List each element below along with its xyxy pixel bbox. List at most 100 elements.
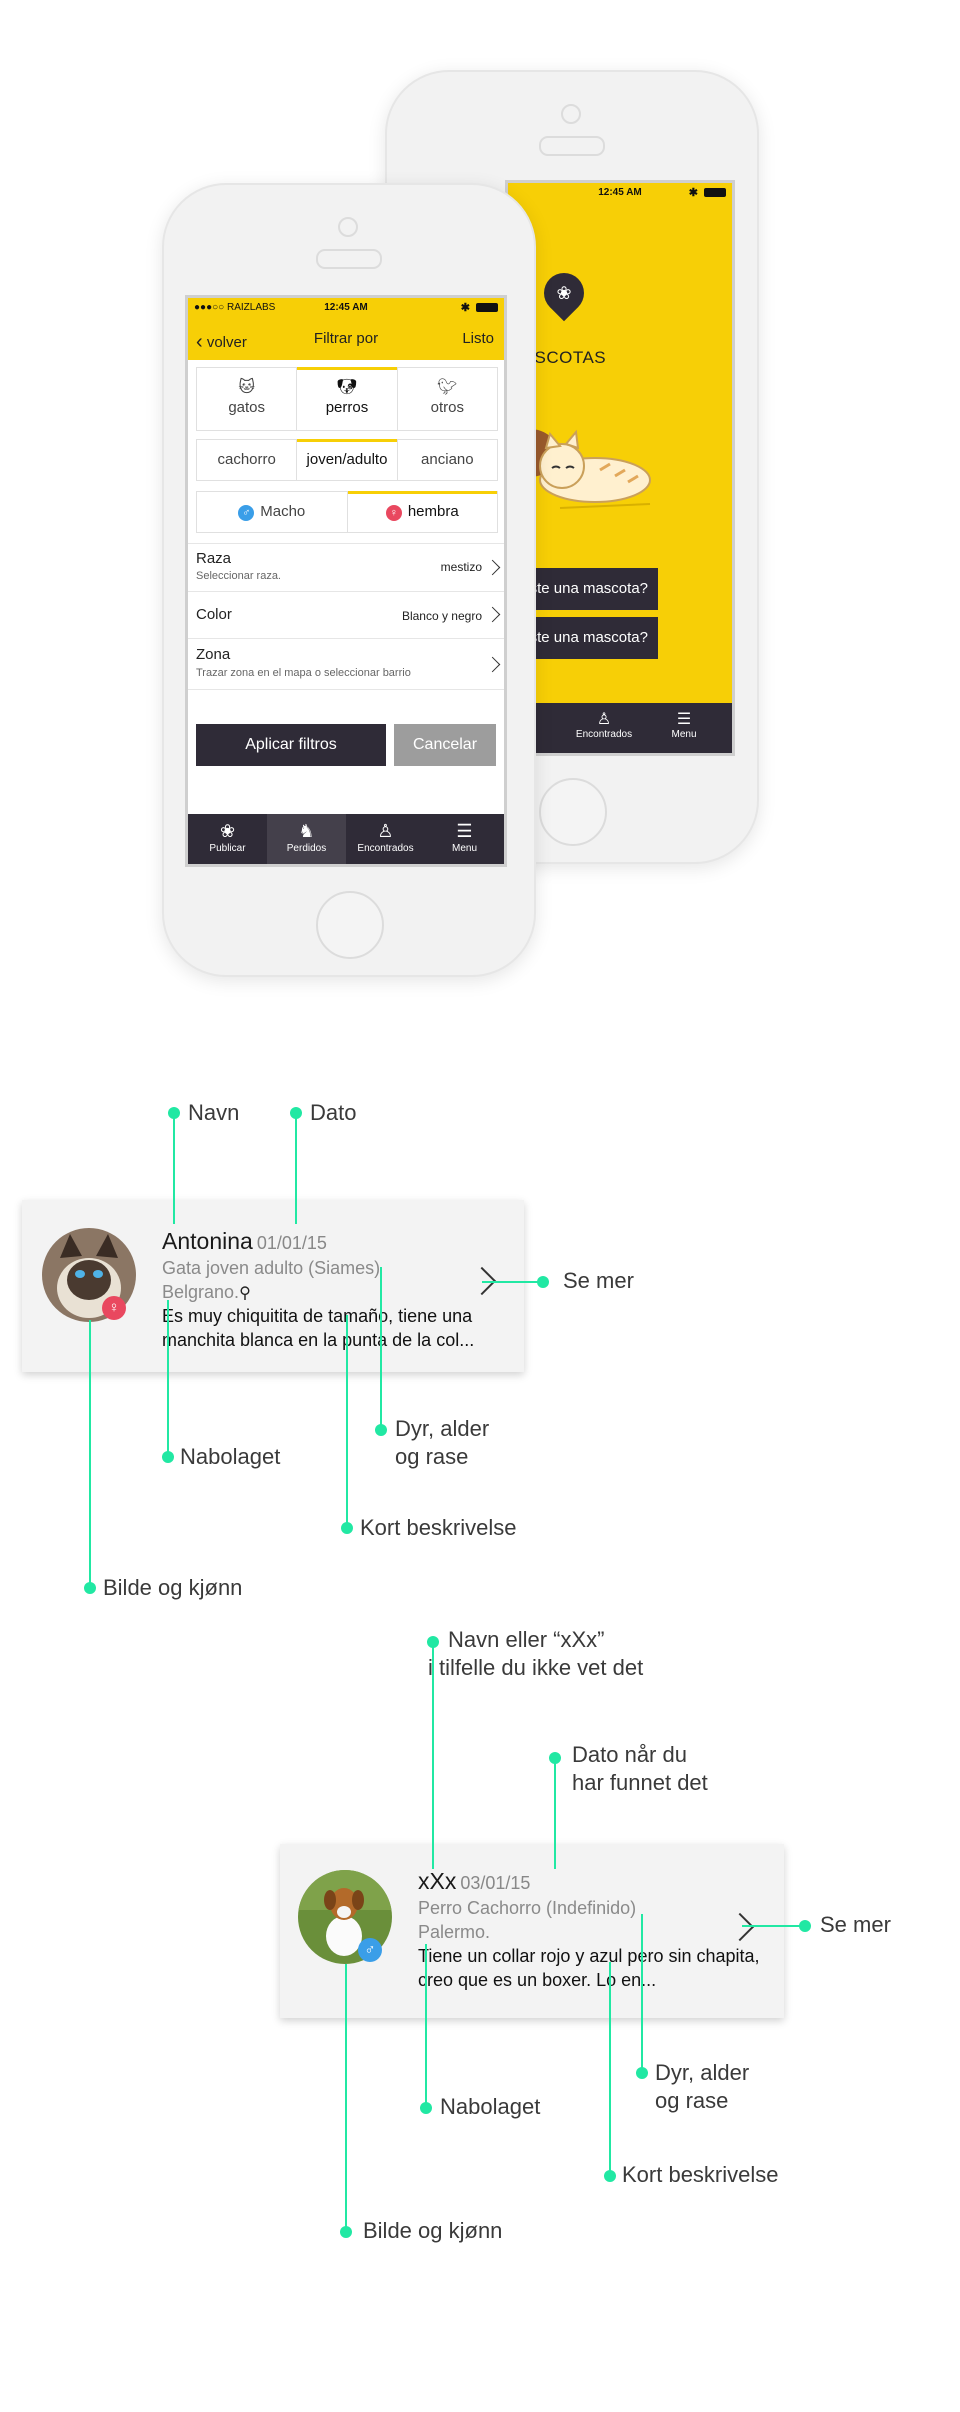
color-label: Color <box>196 606 232 623</box>
back-tab-bar: ♞ dos ♙ Encontrados ☰ Menu <box>508 703 732 753</box>
tab-bar: ❀Publicar ♞Perdidos ♙Encontrados ☰Menu <box>188 814 504 864</box>
battery-icon <box>476 303 498 312</box>
back-button[interactable]: ‹ volver <box>196 331 247 353</box>
female-icon: ♀ <box>385 505 402 521</box>
bluetooth-icon: ✱ <box>688 187 698 199</box>
done-button[interactable]: Listo <box>462 330 494 347</box>
label-dyr-alder: Dyr, alder <box>395 1416 490 1441</box>
avatar <box>42 1228 136 1322</box>
status-bar: ●●●○○ RAIZLABS 12:45 AM ✱ <box>188 298 504 318</box>
label-kort-beskrivelse: Kort beskrivelse <box>622 2162 779 2187</box>
status-bar: 12:45 AM ✱ <box>508 183 732 203</box>
front-phone-screen: ●●●○○ RAIZLABS 12:45 AM ✱ ‹ volver Filtr… <box>185 295 507 867</box>
age-option-joven-adulto[interactable]: joven/adulto <box>297 439 398 480</box>
person-dog-icon: ♙ <box>377 821 394 841</box>
nav-bar: ‹ volver Filtrar por Listo <box>188 318 504 360</box>
female-gender-badge: ♀ <box>102 1296 126 1320</box>
label-og-rase: og rase <box>395 1444 469 1469</box>
hamburger-icon: ☰ <box>456 821 473 841</box>
pet-animal-age-breed: Perro Cachorro (Indefinido) <box>418 1898 637 1918</box>
raza-label: Raza <box>196 550 232 567</box>
label-kort-beskrivelse: Kort beskrivelse <box>360 1515 517 1540</box>
paw-icon: ❀ <box>219 821 236 841</box>
male-icon: ♂ <box>238 505 255 521</box>
status-time: 12:45 AM <box>598 187 642 198</box>
label-navn-note: i tilfelle du ikke vet det <box>428 1655 644 1680</box>
tab-encontrados[interactable]: ♙Encontrados <box>346 814 425 864</box>
age-selector: cachorro joven/adulto anciano <box>196 439 498 481</box>
label-dato: Dato <box>310 1100 357 1125</box>
tab-perdidos[interactable]: ♞Perdidos <box>267 814 346 864</box>
cancel-button[interactable]: Cancelar <box>394 724 496 766</box>
label-nabolaget: Nabolaget <box>180 1444 281 1469</box>
tab-menu[interactable]: ☰ Menu <box>654 709 714 740</box>
gender-selector: ♂Macho ♀hembra <box>196 491 498 533</box>
raza-value: mestizo <box>440 560 482 574</box>
battery-icon <box>704 188 726 197</box>
label-se-mer: Se mer <box>820 1912 891 1937</box>
carrier-label: ●●●○○ RAIZLABS <box>194 302 276 313</box>
filter-content: 🐱︎ gatos 🐶︎ perros 🐦︎ otros cachorro jov… <box>188 360 504 814</box>
pet-neighborhood: Palermo. <box>418 1922 491 1942</box>
hamburger-icon: ☰ <box>676 711 692 728</box>
pet-description: Tiene un collar rojo y azul pero sin cha… <box>418 1946 760 1990</box>
back-phone-screen: 12:45 AM ✱ ❀ MASCOTAS diste una mascota?… <box>505 180 735 756</box>
apply-filters-button[interactable]: Aplicar filtros <box>196 724 386 766</box>
chevron-right-icon <box>484 559 501 576</box>
filter-row-zona[interactable]: Zona Trazar zona en el mapa o selecciona… <box>188 639 504 690</box>
label-navn: Navn <box>188 1100 240 1125</box>
status-time: 12:45 AM <box>324 302 368 313</box>
bluetooth-icon: ✱ <box>460 302 470 314</box>
zona-label: Zona <box>196 646 231 663</box>
page-title: Filtrar por <box>313 330 379 347</box>
chevron-right-icon[interactable] <box>725 1912 755 1942</box>
zona-hint: Trazar zona en el mapa o seleccionar bar… <box>196 667 411 679</box>
gender-option-hembra[interactable]: ♀hembra <box>347 491 498 532</box>
gender-option-macho[interactable]: ♂Macho <box>197 492 348 532</box>
bird-icon: 🐦︎ <box>437 379 458 396</box>
label-bilde-og-kjonn: Bilde og kjønn <box>103 1575 243 1600</box>
label-nabolaget: Nabolaget <box>440 2094 541 2119</box>
label-bilde-og-kjonn: Bilde og kjønn <box>363 2218 503 2243</box>
cat-icon: 🐱︎ <box>238 379 255 396</box>
person-dog-icon: ♙ <box>596 711 612 728</box>
location-paw-icon: ❀ <box>535 264 593 322</box>
species-selector: 🐱︎ gatos 🐶︎ perros 🐦︎ otros <box>196 367 498 431</box>
label-dato-funnet: Dato når du <box>572 1742 687 1767</box>
label-og-rase: og rase <box>655 2088 729 2113</box>
chevron-left-icon: ‹ <box>196 331 203 353</box>
label-navn-eller-xxx: Navn eller “xXx” <box>448 1627 605 1652</box>
filter-row-raza[interactable]: Raza Seleccionar raza. mestizo <box>188 543 504 592</box>
species-option-gatos[interactable]: 🐱︎ gatos <box>197 368 298 430</box>
color-value: Blanco y negro <box>401 609 482 623</box>
chevron-right-icon <box>484 606 501 623</box>
age-option-cachorro[interactable]: cachorro <box>197 440 298 480</box>
location-pin-icon: ⚲ <box>239 1285 251 1302</box>
age-option-anciano[interactable]: anciano <box>421 451 474 468</box>
species-option-otros[interactable]: 🐦︎ otros <box>398 368 497 430</box>
tab-publicar[interactable]: ❀Publicar <box>188 814 267 864</box>
pet-date: 01/01/15 <box>256 1233 327 1253</box>
label-dato-note: har funnet det <box>572 1770 708 1795</box>
pet-date: 03/01/15 <box>460 1873 531 1893</box>
label-se-mer: Se mer <box>563 1268 634 1293</box>
dog-icon: 🐶︎ <box>336 379 358 396</box>
male-gender-badge: ♂ <box>358 1938 382 1962</box>
lost-pet-button-label: diste una mascota? <box>517 580 648 597</box>
chevron-right-icon <box>484 656 501 673</box>
pet-description: Es muy chiquitita de tamaño, tiene una m… <box>162 1306 475 1350</box>
cat-photo <box>42 1228 136 1322</box>
found-pet-button-label: ntraste una mascota? <box>505 629 648 646</box>
tab-menu[interactable]: ☰Menu <box>425 814 504 864</box>
raza-hint: Seleccionar raza. <box>196 570 281 582</box>
filter-row-color[interactable]: Color Blanco y negro <box>188 591 504 639</box>
dog-icon: ♞ <box>298 821 315 841</box>
tab-encontrados[interactable]: ♙ Encontrados <box>564 709 644 740</box>
pet-animal-age-breed: Gata joven adulto (Siames) <box>162 1258 381 1278</box>
species-option-perros[interactable]: 🐶︎ perros <box>297 367 398 430</box>
pet-neighborhood: Belgrano.⚲ <box>162 1282 251 1302</box>
